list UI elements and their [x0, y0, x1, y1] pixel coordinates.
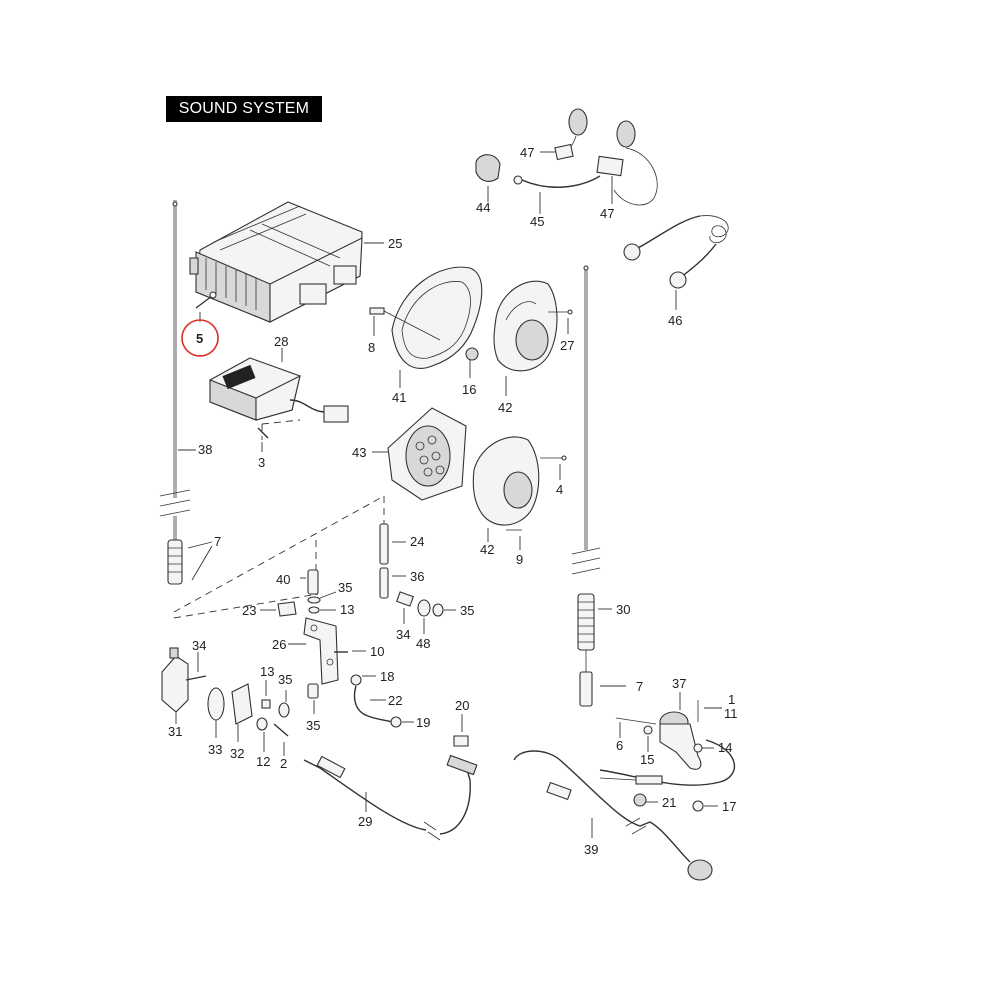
callout-12: 12 [256, 754, 270, 769]
callout-34-b: 34 [192, 638, 206, 653]
callout-35-d: 35 [306, 718, 320, 733]
antenna-base-assembly [599, 692, 736, 812]
callout-4: 4 [556, 482, 563, 497]
callout-31: 31 [168, 724, 182, 739]
highlight-circle-part-5 [181, 319, 219, 357]
callout-38: 38 [198, 442, 212, 457]
callout-43: 43 [352, 445, 366, 460]
callout-labels: 25 5 28 3 38 7 8 41 16 42 27 43 4 42 9 2… [168, 145, 738, 857]
callout-7-right: 7 [636, 679, 643, 694]
coax-cable [303, 754, 478, 841]
callout-37: 37 [672, 676, 686, 691]
callout-1: 1 [728, 692, 735, 707]
lower-speaker-housing [372, 407, 567, 550]
callout-21: 21 [662, 795, 676, 810]
mounting-bracket [260, 569, 366, 714]
callout-19: 19 [416, 715, 430, 730]
callout-22: 22 [388, 693, 402, 708]
callout-36: 36 [410, 569, 424, 584]
upper-speaker-housing [369, 266, 573, 396]
callout-2: 2 [280, 756, 287, 771]
antenna-adapters [379, 523, 456, 634]
callout-28: 28 [274, 334, 288, 349]
callout-18: 18 [380, 669, 394, 684]
callout-46: 46 [668, 313, 682, 328]
callout-5: 5 [196, 331, 203, 346]
callout-32: 32 [230, 746, 244, 761]
callout-23: 23 [242, 603, 256, 618]
callout-24: 24 [410, 534, 424, 549]
callout-45: 45 [530, 214, 544, 229]
screw-part-3 [257, 427, 269, 452]
callout-35-c: 35 [278, 672, 292, 687]
callout-3: 3 [258, 455, 265, 470]
callout-41: 41 [392, 390, 406, 405]
callout-34-a: 34 [396, 627, 410, 642]
callout-33: 33 [208, 742, 222, 757]
diagram-title: SOUND SYSTEM [178, 100, 310, 117]
antenna-cable [513, 750, 713, 881]
callout-10: 10 [370, 644, 384, 659]
screw-part-5 [195, 291, 217, 322]
callout-27: 27 [560, 338, 574, 353]
callout-6: 6 [616, 738, 623, 753]
callout-25: 25 [388, 236, 402, 251]
callout-30: 30 [616, 602, 630, 617]
left-antenna-mast [159, 200, 213, 585]
control-module [209, 348, 349, 440]
radio-unit [189, 201, 384, 323]
callout-15: 15 [640, 752, 654, 767]
callout-40: 40 [276, 572, 290, 587]
callout-29: 29 [358, 814, 372, 829]
callout-35-b: 35 [460, 603, 474, 618]
headset-assembly [475, 108, 729, 310]
callout-42-lower: 42 [480, 542, 494, 557]
callout-35-a: 35 [338, 580, 352, 595]
antenna-mount-hardware [161, 647, 290, 756]
callout-26: 26 [272, 637, 286, 652]
callout-7-left: 7 [214, 534, 221, 549]
callout-47-a: 47 [520, 145, 534, 160]
callout-13-b: 13 [260, 664, 274, 679]
callout-14: 14 [718, 740, 732, 755]
callout-17: 17 [722, 799, 736, 814]
ground-strap [350, 674, 414, 728]
callout-16: 16 [462, 382, 476, 397]
callout-11: 11 [724, 706, 738, 721]
callout-39: 39 [584, 842, 598, 857]
callout-20: 20 [455, 698, 469, 713]
callout-13-a: 13 [340, 602, 354, 617]
callout-47-b: 47 [600, 206, 614, 221]
diagram-title-box: SOUND SYSTEM [166, 96, 322, 122]
cable-clip [453, 714, 469, 747]
right-antenna-mast [571, 265, 626, 707]
callout-44: 44 [476, 200, 490, 215]
callout-8: 8 [368, 340, 375, 355]
callout-48: 48 [416, 636, 430, 651]
callout-42-upper: 42 [498, 400, 512, 415]
callout-9: 9 [516, 552, 523, 567]
